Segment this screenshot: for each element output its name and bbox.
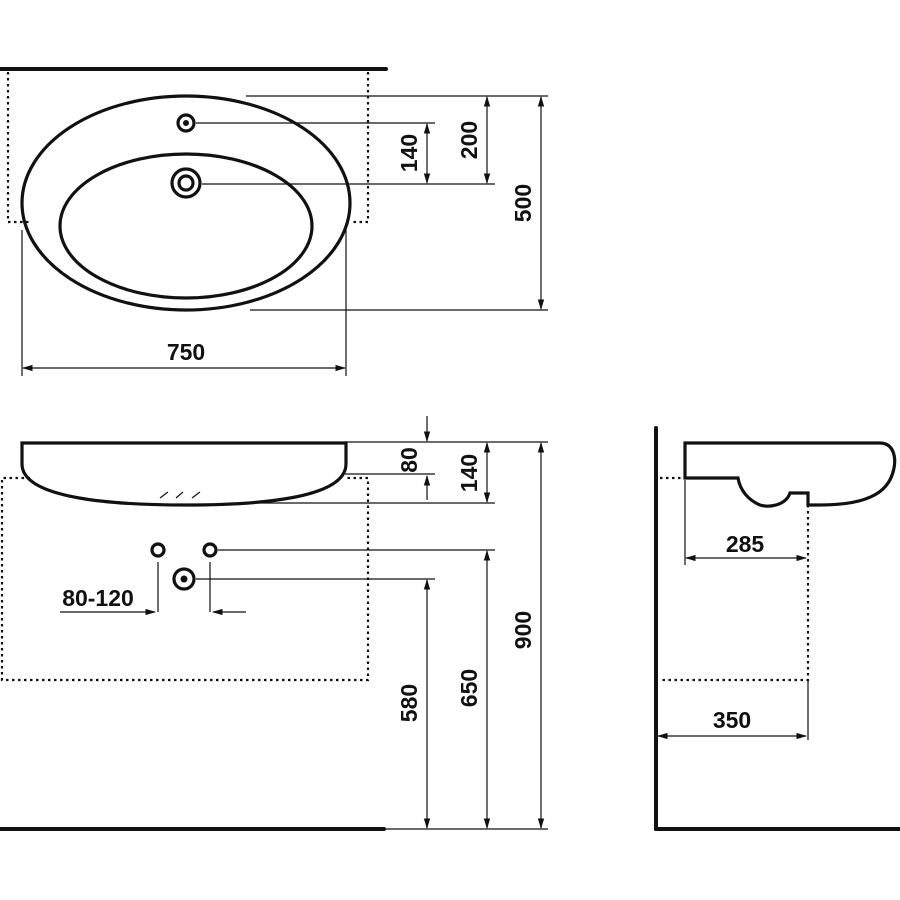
top-view: 750 140 200 500 bbox=[0, 67, 548, 376]
side-depth-label: 350 bbox=[713, 707, 751, 733]
supply-height-label: 650 bbox=[456, 669, 482, 707]
rim-height-label: 80 bbox=[396, 447, 422, 473]
bowl-height-label: 140 bbox=[456, 454, 482, 492]
basin-bowl bbox=[58, 152, 314, 300]
waste-outlet-icon bbox=[172, 567, 196, 591]
cabinet-outline-left bbox=[6, 72, 30, 224]
basin-side-profile bbox=[683, 441, 897, 508]
tap-hole-icon bbox=[176, 113, 196, 133]
drain-offset-label: 140 bbox=[396, 134, 422, 172]
drain-icon bbox=[170, 167, 202, 199]
supply-left-icon bbox=[150, 542, 166, 558]
side-view: 285 350 bbox=[654, 426, 900, 831]
basin-outer-rim bbox=[20, 94, 352, 312]
cabinet-outline-right bbox=[352, 72, 370, 224]
width-dimension-label: 750 bbox=[167, 339, 205, 365]
supply-spacing-label: 80-120 bbox=[62, 585, 134, 611]
drain-height-label: 580 bbox=[396, 684, 422, 722]
basin-front-profile bbox=[20, 441, 348, 507]
supply-right-icon bbox=[202, 542, 218, 558]
front-view: 80-120 80 140 900 650 580 bbox=[0, 416, 548, 831]
depth-dimension-label: 500 bbox=[510, 184, 536, 222]
total-height-label: 900 bbox=[510, 611, 536, 649]
tap-hole-offset-label: 200 bbox=[456, 121, 482, 159]
drain-distance-label: 285 bbox=[726, 531, 765, 557]
